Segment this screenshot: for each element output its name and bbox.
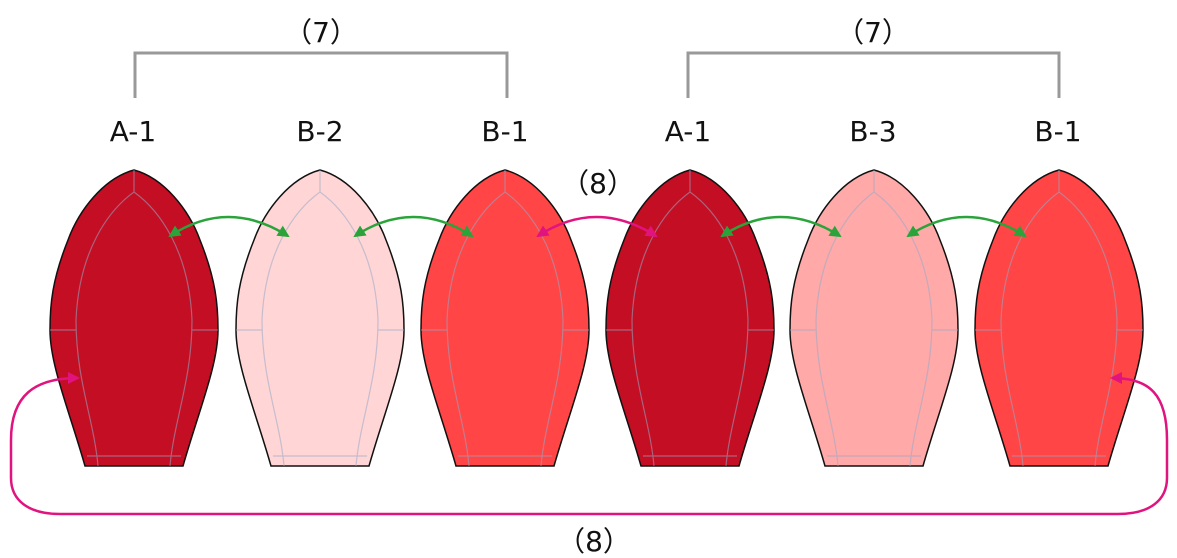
panel-label-3: B-1 <box>481 115 528 148</box>
panel-seam-lines-1 <box>50 170 218 467</box>
panel-shape-6 <box>974 169 1144 467</box>
panel-2 <box>235 169 405 467</box>
panel-label-2: B-2 <box>296 115 343 148</box>
panel-seam-lines-4 <box>606 170 774 467</box>
magenta-arrow-middle <box>536 215 658 238</box>
panel-label-5: B-3 <box>849 115 896 148</box>
panels-layer <box>49 169 1144 467</box>
panel-shape-3 <box>420 169 590 467</box>
panel-3 <box>420 169 590 467</box>
panel-label-6: B-1 <box>1034 115 1081 148</box>
panel-seam-lines-6 <box>975 170 1143 467</box>
panel-shape-2 <box>235 169 405 467</box>
panel-1 <box>49 169 219 467</box>
magenta-arrow-bottom <box>9 372 1169 516</box>
green-arrow-4 <box>906 215 1027 238</box>
bottom-arrow-label: （8） <box>557 525 631 558</box>
middle-arrow-label: （8） <box>561 167 635 200</box>
panel-label-4: A-1 <box>665 115 711 148</box>
panel-seam-lines-2 <box>236 170 404 467</box>
group-label-right: （7） <box>836 16 910 49</box>
panel-seam-lines-3 <box>421 170 589 467</box>
panel-shape-4 <box>605 169 775 467</box>
group-bracket-right: （7） <box>686 16 1061 98</box>
green-arrow-1 <box>168 215 290 238</box>
panel-label-1: A-1 <box>110 115 156 148</box>
panel-4 <box>605 169 775 467</box>
group-label-left: （7） <box>284 16 358 49</box>
panel-shape-1 <box>49 169 219 467</box>
panel-seam-lines-5 <box>790 170 958 467</box>
panel-5 <box>789 169 959 467</box>
panel-shape-5 <box>789 169 959 467</box>
panel-6 <box>974 169 1144 467</box>
green-arrow-2 <box>353 215 474 238</box>
group-bracket-left: （7） <box>133 16 509 98</box>
green-arrow-3 <box>720 215 842 238</box>
